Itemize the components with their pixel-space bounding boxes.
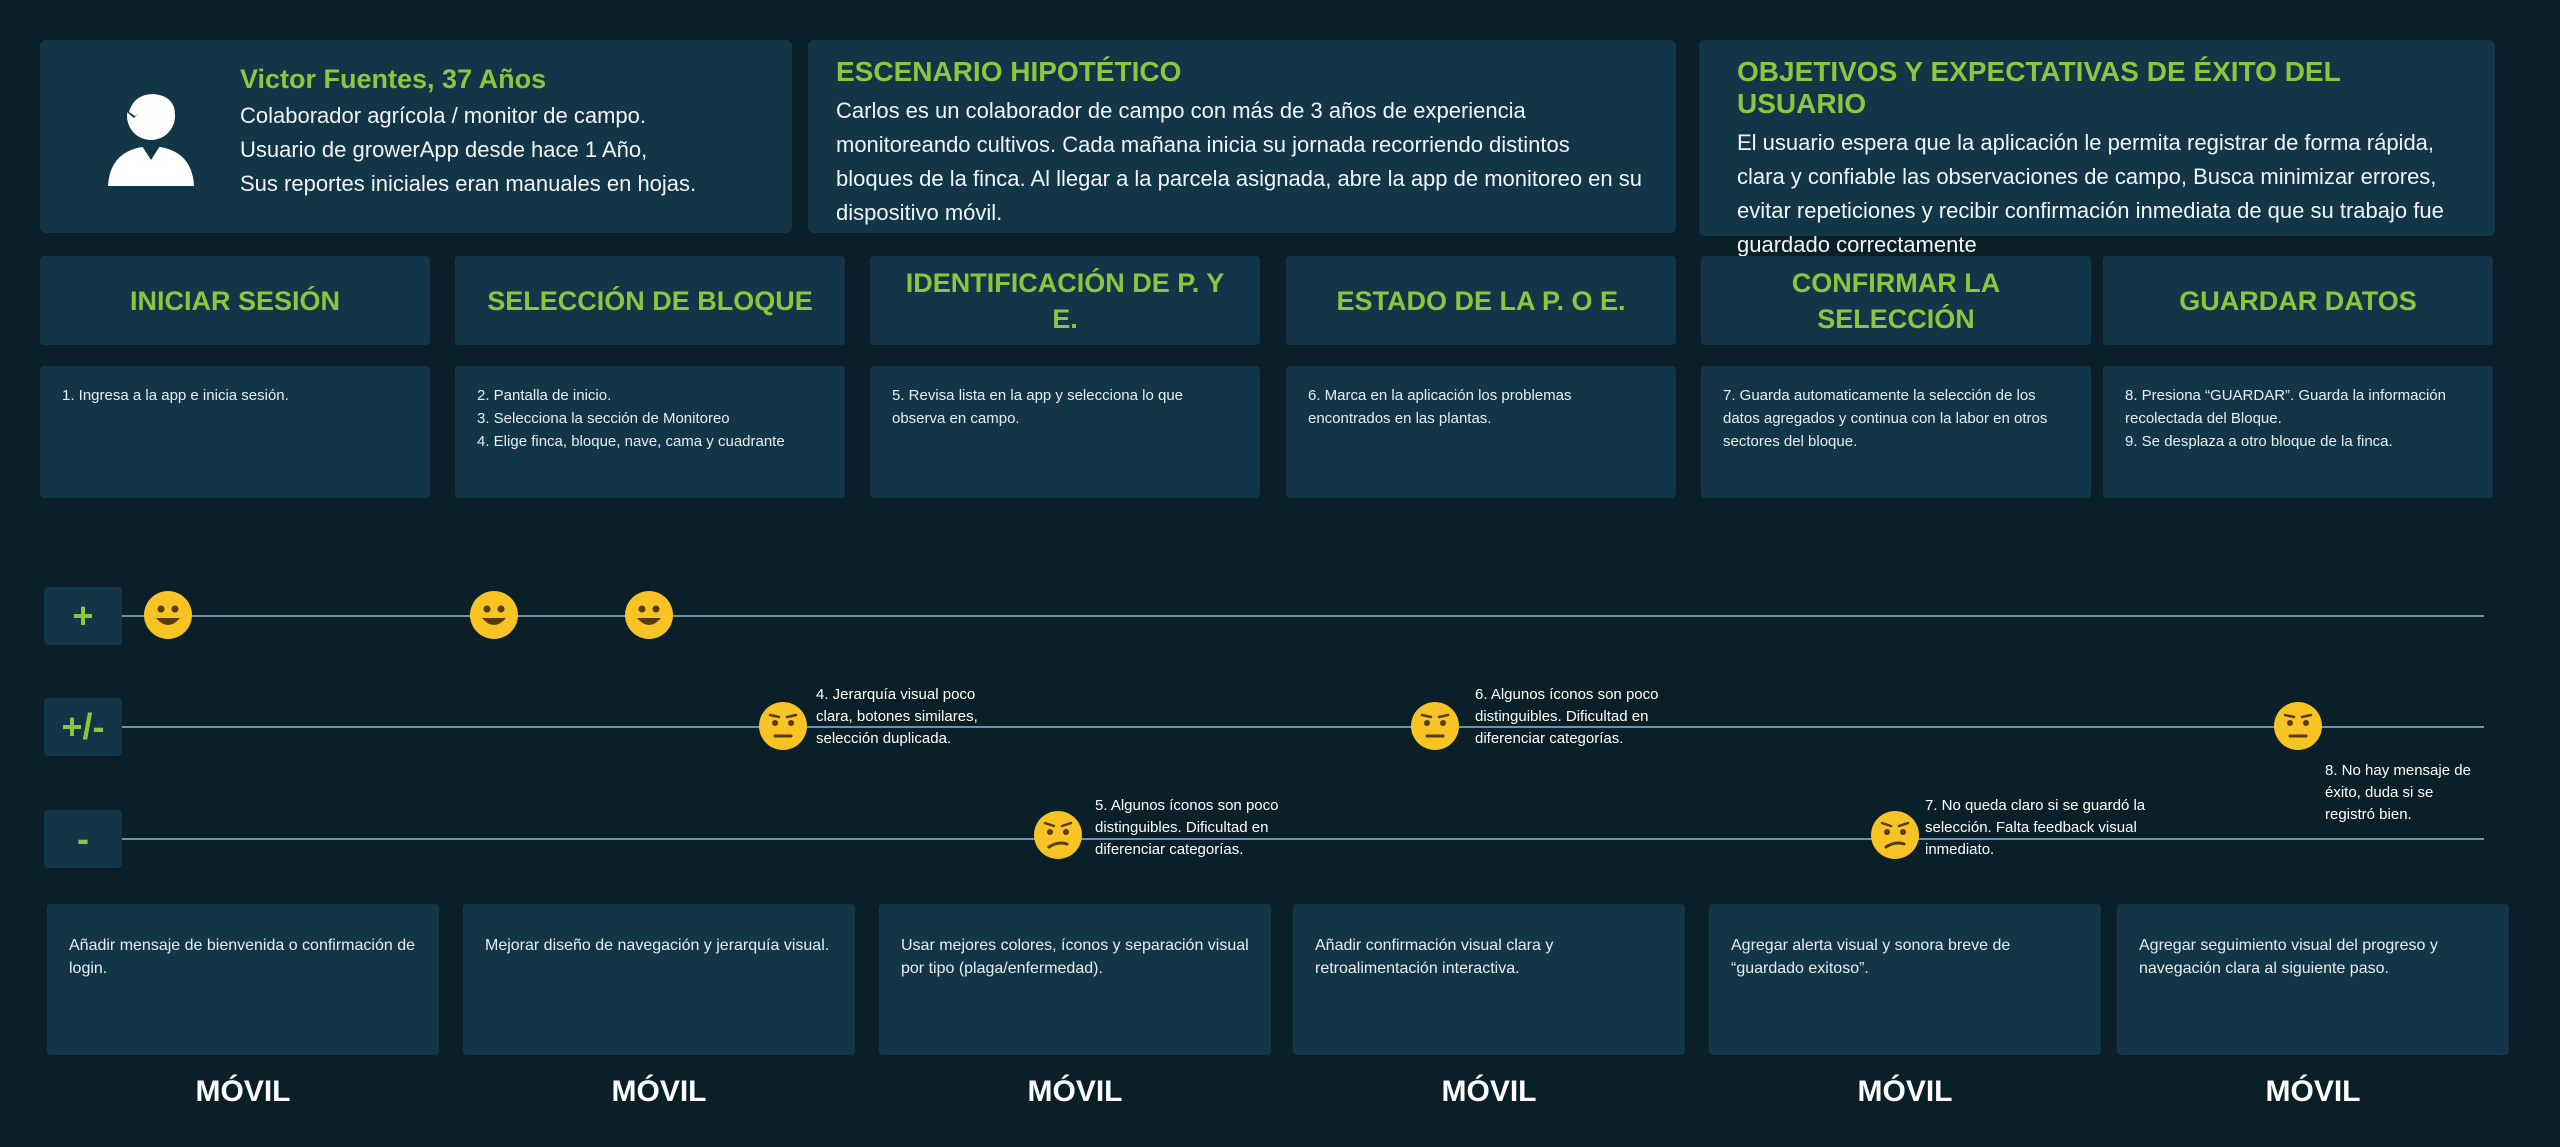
confused-face-icon [1034,811,1082,859]
opportunity-card: Mejorar diseño de navegación y jerarquía… [463,904,855,1055]
scenario-title: ESCENARIO HIPOTÉTICO [836,56,1182,87]
persona-history: Sus reportes iniciales eran manuales en … [240,171,697,196]
channel-label: MÓVIL [1027,1075,1123,1108]
objectives-title: OBJETIVOS Y EXPECTATIVAS DE ÉXITO DEL US… [1737,56,2341,119]
pain-point-note: 8. No hay mensaje de éxito, duda si se r… [2325,762,2471,823]
emotion-row-negative-label: - [44,810,122,868]
channel-label: MÓVIL [1857,1075,1953,1108]
pain-point-note: 7. No queda claro si se guardó la selecc… [1925,797,2146,858]
steps-text: 8. Presiona “GUARDAR”. Guarda la informa… [2125,387,2446,450]
stage-header-confirm: CONFIRMAR LA SELECCIÓN [1701,256,2091,345]
objectives-card: OBJETIVOS Y EXPECTATIVAS DE ÉXITO DEL US… [1699,40,2495,257]
stage-steps-identification: 5. Revisa lista en la app y selecciona l… [870,366,1260,498]
stage-steps-login: 1. Ingresa a la app e inicia sesión. [40,366,430,498]
neutral-face-icon [759,702,807,750]
channel-label: MÓVIL [1441,1075,1537,1108]
confused-face-icon [1871,811,1919,859]
happy-face-icon [625,591,673,639]
channel-label: MÓVIL [195,1075,291,1108]
neutral-face-icon [1411,702,1459,750]
stage-steps-status: 6. Marca en la aplicación los problemas … [1286,366,1676,498]
scenario-card: ESCENARIO HIPOTÉTICO Carlos es un colabo… [808,40,1676,233]
opportunity-card: Agregar seguimiento visual del progreso … [2117,904,2509,1055]
stage-header-login: INICIAR SESIÓN [40,256,430,345]
stage-steps-save: 8. Presiona “GUARDAR”. Guarda la informa… [2103,366,2493,498]
persona-role: Colaborador agrícola / monitor de campo. [240,103,646,128]
opportunity-card: Usar mejores colores, íconos y separació… [879,904,1271,1055]
steps-text: 7. Guarda automaticamente la selección d… [1723,387,2048,450]
steps-text: 2. Pantalla de inicio. 3. Selecciona la … [477,387,785,450]
opportunity-card: Añadir confirmación visual clara y retro… [1293,904,1685,1055]
steps-text: 5. Revisa lista en la app y selecciona l… [892,387,1184,427]
happy-face-icon [470,591,518,639]
steps-text: 6. Marca en la aplicación los problemas … [1308,387,1572,427]
persona-usage: Usuario de growerApp desde hace 1 Año, [240,137,648,162]
emotion-row-positive-label: + [44,587,122,645]
channel-label: MÓVIL [2265,1075,2361,1108]
persona-name: Victor Fuentes, 37 Años [240,64,547,94]
scenario-text: Carlos es un colaborador de campo con má… [836,98,1642,225]
stage-header-identification: IDENTIFICACIÓN DE P. Y E. [870,256,1260,345]
emotion-line-neutral [122,726,2484,728]
steps-text: 1. Ingresa a la app e inicia sesión. [62,387,289,404]
emotion-row-neutral-label: +/- [44,698,122,756]
happy-face-icon [144,591,192,639]
objectives-text: El usuario espera que la aplicación le p… [1737,130,2444,257]
stage-header-status: ESTADO DE LA P. O E. [1286,256,1676,345]
pain-point-note: 5. Algunos íconos son poco distinguibles… [1095,797,1279,858]
emotion-line-positive [122,615,2484,617]
pain-point-note: 6. Algunos íconos son poco distinguibles… [1475,686,1659,747]
pain-point-note: 4. Jerarquía visual poco clara, botones … [816,686,978,747]
neutral-face-icon [2274,702,2322,750]
stage-header-block-selection: SELECCIÓN DE BLOQUE [455,256,845,345]
stage-header-save: GUARDAR DATOS [2103,256,2493,345]
emotion-line-negative [122,838,2484,840]
channel-label: MÓVIL [611,1075,707,1108]
user-avatar-icon [108,90,194,186]
persona-card: Victor Fuentes, 37 Años Colaborador agrí… [40,40,792,233]
stage-steps-block-selection: 2. Pantalla de inicio. 3. Selecciona la … [455,366,845,498]
stage-steps-confirm: 7. Guarda automaticamente la selección d… [1701,366,2091,498]
opportunity-card: Añadir mensaje de bienvenida o confirmac… [47,904,439,1055]
opportunity-card: Agregar alerta visual y sonora breve de … [1709,904,2101,1055]
